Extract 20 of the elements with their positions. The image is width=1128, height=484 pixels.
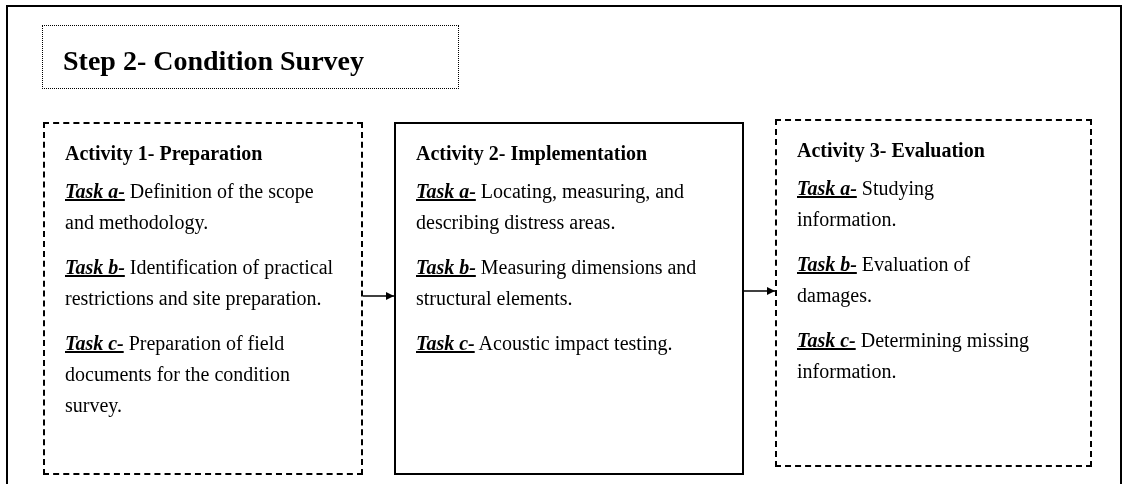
outer-frame xyxy=(6,5,1122,484)
activity-box xyxy=(775,119,1092,467)
activity-heading: Activity 3- Evaluation xyxy=(797,138,985,163)
task-text: Task a- Locating, measuring, and describing distress areas. xyxy=(416,179,686,236)
title-box xyxy=(42,25,459,89)
activity-heading: Activity 2- Implementation xyxy=(416,141,648,166)
arrow xyxy=(743,287,776,295)
task-text: Task a- Definition of the scope and methodology. xyxy=(65,179,315,236)
task-text: Task b- Identification of practical restrictions and site preparation. xyxy=(65,255,335,312)
task-text: Task a- Studying information. xyxy=(797,176,936,232)
activity-box xyxy=(394,122,744,475)
activity-box xyxy=(43,122,363,475)
title-text: Step 2- Condition Survey xyxy=(63,44,365,78)
task-text: Task c- Acoustic impact testing. xyxy=(416,331,673,357)
activity-heading: Activity 1- Preparation xyxy=(65,141,263,166)
task-text: Task b- Measuring dimensions and structural elements. xyxy=(416,255,698,311)
arrow xyxy=(362,292,395,300)
task-text: Task c- Determining missing information. xyxy=(797,328,1031,384)
task-text: Task b- Evaluation of damages. xyxy=(797,252,972,309)
task-text: Task c- Preparation of field documents for the condition survey. xyxy=(65,331,291,419)
